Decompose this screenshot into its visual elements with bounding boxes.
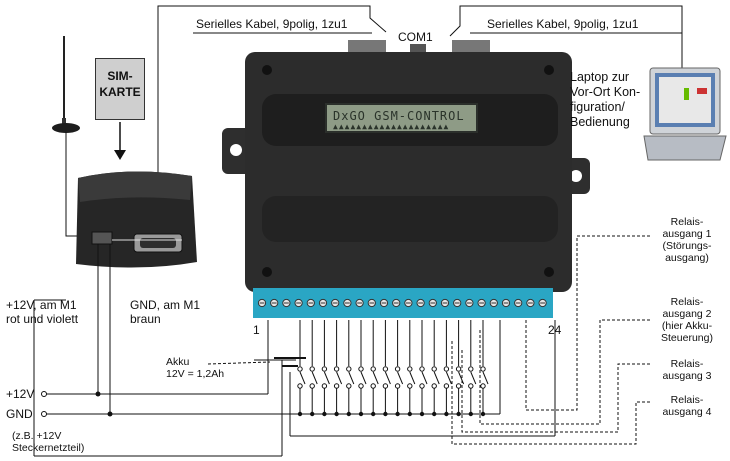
modem-gnd-line1: GND, am M1 [130, 298, 201, 312]
cable-callout-right [449, 5, 683, 100]
lcd-display: DxGO GSM-CONTROL ▲▲▲▲▲▲▲▲▲▲▲▲▲▲▲▲▲▲▲▲ [325, 103, 478, 133]
modem-gnd-label: GND, am M1 braun [130, 298, 200, 326]
laptop-label-line4: Bedienung [570, 115, 630, 129]
input-switch [480, 320, 489, 417]
lcd-text: DxGO GSM-CONTROL [333, 109, 465, 123]
sim-arrow-icon [114, 122, 126, 160]
relay-1-line2: ausgang 1 [662, 228, 712, 240]
akku-callout [207, 361, 271, 365]
input-switches [297, 320, 489, 417]
cable-label-right: Serielles Kabel, 9polig, 1zu1 [487, 17, 639, 31]
relay-label-2: Relais- ausgang 2 (hier Akku- Steuerung) [652, 296, 722, 344]
input-switch [370, 320, 379, 417]
input-switch [382, 320, 391, 417]
relay-1-line1: Relais- [670, 216, 704, 228]
input-switch [309, 320, 318, 417]
laptop [643, 67, 727, 161]
supply-note: (z.B. +12V Steckernetzteil) [12, 430, 84, 454]
input-switch [321, 320, 330, 417]
relay-2-line3: (hier Akku- [661, 320, 713, 332]
cable-label-left: Serielles Kabel, 9polig, 1zu1 [196, 17, 348, 31]
terminal-block [257, 298, 547, 308]
relay-output-wiring [451, 235, 650, 445]
modem-plus-line2: rot und violett [6, 312, 79, 326]
power-wiring [33, 244, 556, 457]
relay-2-line2: ausgang 2 [662, 308, 712, 320]
relay-4-line1: Relais- [670, 394, 704, 406]
relay-1-line3: (Störungs- [662, 240, 712, 252]
battery-symbol [274, 357, 306, 367]
terminal-last-label: 24 [548, 323, 562, 337]
input-switch [333, 320, 343, 417]
com-port-label: COM1 [398, 30, 433, 44]
relay-4-line2: ausgang 4 [662, 406, 712, 418]
terminal-first-label: 1 [253, 323, 260, 337]
gsm-control-device [222, 40, 590, 318]
laptop-label-line3: figuration/ [570, 100, 625, 114]
modem-plus-line1: +12V, am M1 [6, 298, 77, 312]
relay-label-1: Relais- ausgang 1 (Störungs- ausgang) [652, 216, 722, 264]
input-switch [407, 320, 416, 417]
input-switch [455, 320, 465, 417]
input-switch [443, 320, 452, 417]
junction-dot [95, 391, 101, 397]
input-switch [346, 320, 355, 417]
relay-2-line4: Steuerung) [661, 332, 713, 344]
relay-label-3: Relais- ausgang 3 [652, 358, 722, 382]
sim-label-line2: KARTE [99, 85, 141, 99]
input-switch [394, 320, 404, 417]
relay-1-line4: ausgang) [665, 252, 709, 264]
input-switch [358, 320, 367, 417]
supply-gnd-label: GND [6, 407, 33, 421]
relay-3-line2: ausgang 3 [662, 370, 712, 382]
gsm-modem [76, 171, 197, 268]
supply-plus-label: +12V [6, 387, 35, 401]
modem-plus-label: +12V, am M1 rot und violett [6, 298, 78, 326]
input-switch [297, 320, 306, 417]
relay-3-line1: Relais- [670, 358, 704, 370]
relay-label-4: Relais- ausgang 4 [652, 394, 722, 418]
supply-note-line1: (z.B. +12V [12, 430, 62, 442]
modem-gnd-line2: braun [130, 312, 161, 326]
sim-card-box: SIM- KARTE [95, 58, 145, 120]
junction-dot [107, 411, 113, 417]
input-switch [468, 320, 477, 417]
cable-callout-left [157, 5, 387, 250]
supply-note-line2: Steckernetzteil) [12, 442, 85, 454]
sim-label-line1: SIM- [107, 69, 133, 83]
laptop-label-line1: Laptop zur [570, 70, 630, 84]
akku-label: Akku 12V = 1,2Ah [166, 356, 224, 380]
akku-label-line1: Akku [166, 356, 190, 368]
lcd-bargraph: ▲▲▲▲▲▲▲▲▲▲▲▲▲▲▲▲▲▲▲▲ [333, 122, 450, 131]
laptop-label-line2: Vor-Ort Kon- [570, 85, 641, 99]
input-switch [431, 320, 440, 417]
laptop-label: Laptop zur Vor-Ort Kon- figuration/ Bedi… [570, 70, 640, 130]
gnd-terminal [41, 411, 47, 417]
input-switch [419, 320, 428, 417]
relay-2-line1: Relais- [670, 296, 704, 308]
akku-label-line2: 12V = 1,2Ah [166, 368, 225, 380]
plus12v-terminal [41, 391, 47, 397]
